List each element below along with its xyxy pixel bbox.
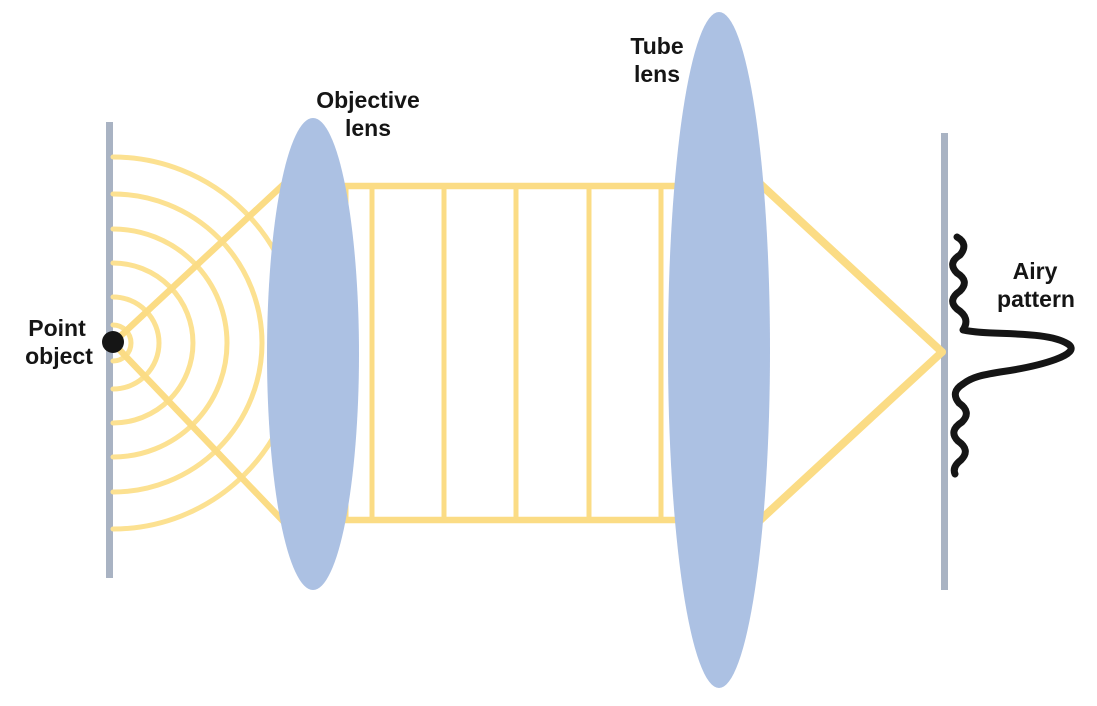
spherical-wavefronts — [110, 154, 302, 532]
airy-pattern-curve — [949, 233, 1075, 478]
spherical-wavefront-arc — [110, 191, 265, 495]
objective-lens-ellipse — [267, 118, 359, 590]
tube-lens-ellipse — [668, 12, 770, 688]
tube-lens-label-line2: lens — [634, 61, 680, 87]
airy-pattern-label-line1: Airy — [1013, 258, 1058, 284]
plane-wavefronts — [343, 183, 664, 523]
point-object-dot — [102, 331, 124, 353]
converging-ray-top — [753, 177, 946, 356]
spherical-wavefront-arc — [110, 322, 134, 364]
converging-rays — [753, 177, 946, 527]
point-object-label-line1: Point — [28, 315, 86, 341]
spherical-wavefront-arc — [110, 260, 196, 426]
tube-lens-label-line1: Tube — [630, 33, 683, 59]
spherical-wavefront-arc — [110, 294, 162, 392]
diagram-labels: Point object Objective lens Tube lens Ai… — [25, 33, 1075, 369]
converging-ray-bottom — [753, 348, 946, 527]
point-object-label-line2: object — [25, 343, 93, 369]
spherical-wavefront-arc — [110, 226, 230, 460]
cone-ray-lower — [109, 339, 288, 526]
objective-lens-label-line1: Objective — [316, 87, 420, 113]
cone-ray-upper — [109, 180, 288, 347]
light-rays — [109, 177, 946, 527]
objective-lens-label-line2: lens — [345, 115, 391, 141]
airy-pattern-label-line2: pattern — [997, 286, 1075, 312]
